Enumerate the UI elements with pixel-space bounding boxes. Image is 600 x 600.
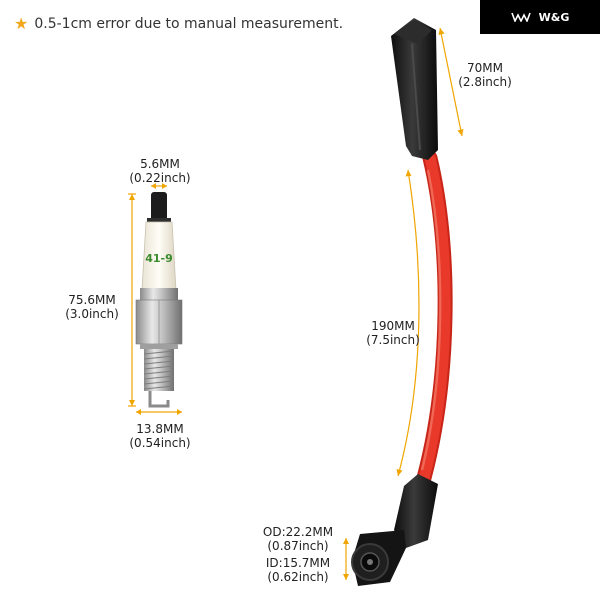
spark-plug: 41-9 xyxy=(135,192,183,408)
wire-length-dim-arc xyxy=(397,169,420,477)
wire-highlight xyxy=(420,169,442,471)
plug-part-number: 41-9 xyxy=(145,252,173,265)
plug-terminal-collar xyxy=(147,218,171,222)
measurement-note: ★ 0.5-1cm error due to manual measuremen… xyxy=(14,14,343,33)
top-boot-ridge xyxy=(411,43,421,151)
top-boot xyxy=(391,18,438,160)
note-text: 0.5-1cm error due to manual measurement. xyxy=(34,15,344,32)
plug-dim-arrows xyxy=(129,183,182,415)
plug-length-inch: (3.0inch) xyxy=(65,307,119,321)
plug-terminal xyxy=(151,192,167,222)
outer-diameter-inch: (0.87inch) xyxy=(267,539,329,553)
boot-length-mm: 70MM xyxy=(467,61,503,75)
inner-diameter-inch: (0.62inch) xyxy=(267,570,329,584)
plug-length-mm: 75.6MM xyxy=(68,293,116,307)
brand-mark-icon xyxy=(510,12,531,22)
bottom-boot-elbow xyxy=(394,474,438,548)
plug-tip-mm: 5.6MM xyxy=(140,157,180,171)
inner-diameter-mm: ID:15.7MM xyxy=(265,556,331,570)
top-boot-cap xyxy=(394,20,432,44)
outer-diameter-mm: OD:22.2MM xyxy=(262,525,334,539)
plug-thread xyxy=(144,349,174,391)
plug-gasket xyxy=(140,344,178,349)
plug-electrode xyxy=(148,391,170,408)
outer-diameter-label: OD:22.2MM (0.87inch) xyxy=(252,525,344,553)
wire-dimensions xyxy=(345,27,463,580)
boot-length-dim-line xyxy=(439,27,463,137)
wire-dim-arrows xyxy=(343,28,464,580)
bottom-boot xyxy=(351,474,438,586)
wire-length-mm: 190MM xyxy=(371,319,415,333)
plug-length-label: 75.6MM (3.0inch) xyxy=(60,293,124,321)
star-icon: ★ xyxy=(14,14,29,33)
boot-length-label: 70MM (2.8inch) xyxy=(448,61,522,89)
plug-hex-label: 13.8MM (0.54inch) xyxy=(118,422,202,450)
plug-hex-inch: (0.54inch) xyxy=(129,436,191,450)
bottom-boot-terminal xyxy=(367,559,373,565)
wire-cable xyxy=(418,152,451,484)
brand-logo: W&G xyxy=(480,0,600,34)
plug-thread-lines xyxy=(143,350,175,390)
plug-tip-inch: (0.22inch) xyxy=(129,171,191,185)
plug-tip-label: 5.6MM (0.22inch) xyxy=(118,157,202,185)
plug-crimp xyxy=(140,288,178,300)
ignition-wire xyxy=(351,18,453,586)
wire-length-inch: (7.5inch) xyxy=(366,333,420,347)
logo-text: W&G xyxy=(538,10,570,24)
plug-hex-mm: 13.8MM xyxy=(136,422,184,436)
inner-diameter-label: ID:15.7MM (0.62inch) xyxy=(252,556,344,584)
wire-length-label: 190MM (7.5inch) xyxy=(356,319,430,347)
boot-length-inch: (2.8inch) xyxy=(458,75,512,89)
